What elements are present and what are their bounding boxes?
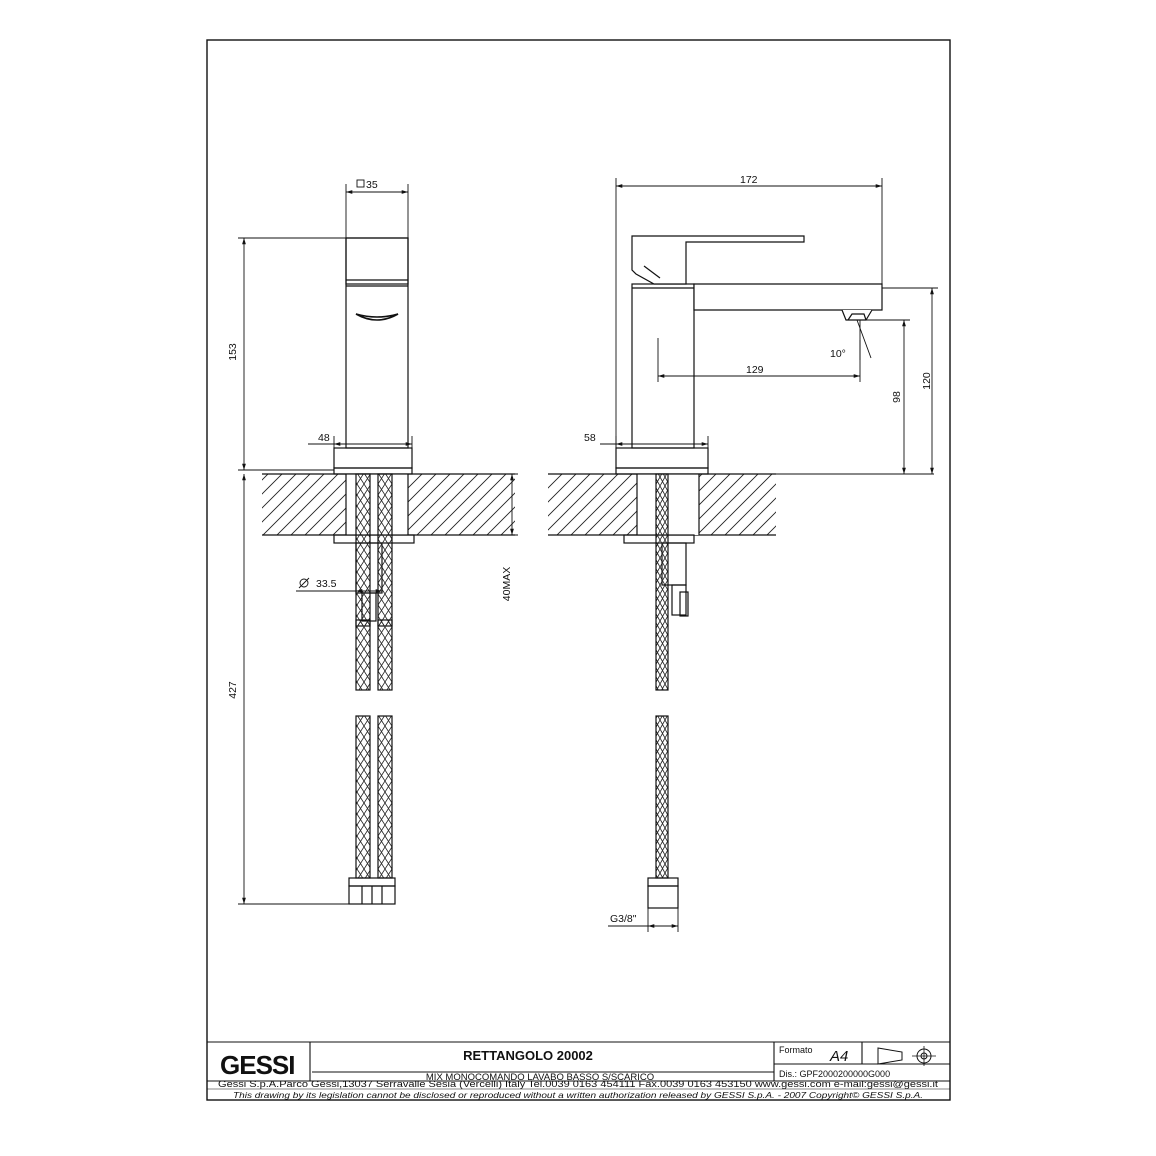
- sheet-frame: [206, 39, 951, 1101]
- dim-square-top: 35: [366, 179, 378, 191]
- gessi-logo: GESSI: [220, 1050, 294, 1080]
- dim-hose-length: 427: [227, 681, 239, 699]
- format-value: A4: [829, 1048, 848, 1065]
- dim-thread: G3/8": [610, 913, 637, 925]
- side-view-dimensions: [600, 178, 938, 932]
- dim-lever-height: 120: [921, 372, 933, 390]
- product-subtitle: MIX MONOCOMANDO LAVABO BASSO S/SCARICO: [426, 1072, 654, 1083]
- dim-counter-max: 40MAX: [501, 567, 513, 601]
- lever-front: [345, 237, 409, 285]
- hose-left-1: [355, 473, 371, 627]
- company-line: Gessi S.p.A.Parco Gessi,13037 Serravalle…: [218, 1079, 939, 1089]
- dim-hole-diameter: 33.5: [316, 578, 337, 590]
- legal-notice: This drawing by its legislation cannot b…: [233, 1090, 923, 1100]
- title-block: [207, 1041, 950, 1090]
- front-view: [262, 237, 515, 905]
- faucet-body-side: [631, 283, 695, 449]
- lever-side: [631, 235, 805, 285]
- base-side: [615, 447, 709, 469]
- hose-right: [655, 473, 669, 691]
- drawing-number: Dis.: GPF2000200000G000: [779, 1069, 890, 1079]
- aerator-side: [841, 309, 873, 321]
- side-view: [548, 235, 883, 909]
- front-view-dimensions: [238, 179, 518, 905]
- aerator-front: [355, 313, 399, 321]
- dim-spout-angle: 10°: [830, 348, 846, 360]
- dim-base-width-left: 48: [318, 432, 330, 444]
- dim-spout-height: 98: [891, 391, 903, 403]
- dim-spout-reach: 129: [746, 364, 764, 376]
- projection-symbol-icon: [877, 1047, 903, 1065]
- faucet-body-front: [345, 237, 409, 449]
- spout-side: [693, 283, 883, 311]
- format-label: Formato: [779, 1045, 813, 1055]
- dim-height-total: 153: [227, 343, 239, 361]
- hose-fitting-left: [348, 877, 396, 887]
- base-front: [333, 447, 413, 469]
- hose-left-2: [377, 473, 393, 627]
- product-title: RETTANGOLO 20002: [463, 1048, 593, 1063]
- dim-base-width-right: 58: [584, 432, 596, 444]
- hose-fitting-right: [647, 877, 679, 887]
- dim-depth-total: 172: [740, 174, 758, 186]
